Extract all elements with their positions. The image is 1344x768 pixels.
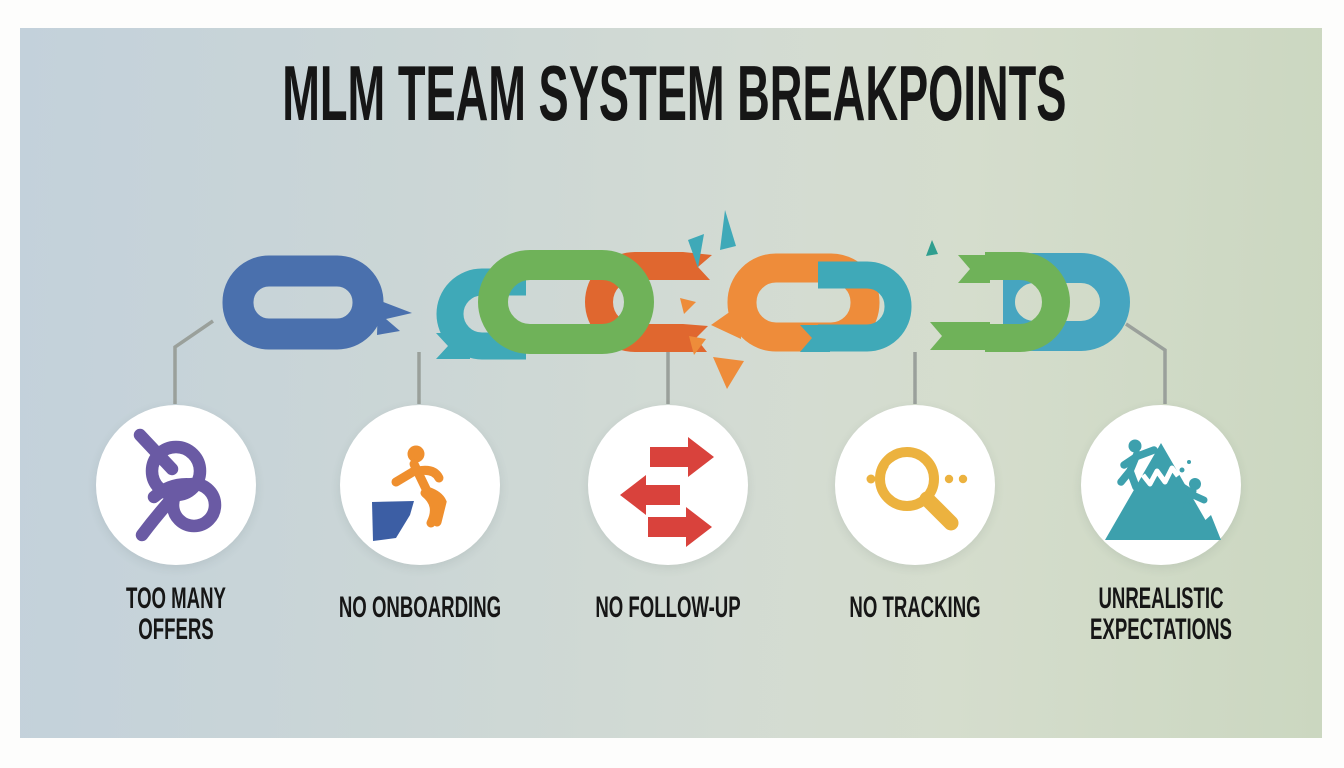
item-label: NO TRACKING	[822, 592, 1008, 623]
item-label-line: NO ONBOARDING	[338, 591, 502, 624]
item-label: UNREALISTIC EXPECTATIONS	[1068, 583, 1254, 645]
chain-link-green-half	[930, 252, 1070, 352]
item-label-line: UNREALISTIC	[1098, 582, 1224, 615]
item-label-line: OFFERS	[138, 613, 214, 646]
tangled-knot-icon	[133, 428, 222, 542]
chain-link-green	[478, 250, 654, 354]
falling-person-icon	[372, 445, 447, 541]
item-label-line: TOO MANY	[126, 582, 226, 615]
break-spark	[926, 240, 938, 256]
item-circle-too-many-offers	[96, 405, 256, 565]
item-label-line: NO FOLLOW-UP	[595, 591, 741, 624]
chain-link-blue	[222, 255, 412, 350]
chain-link-orange	[711, 253, 880, 352]
item-circle-no-follow-up	[588, 405, 748, 565]
item-circle-unrealistic-expectations	[1081, 405, 1241, 565]
exchange-arrows-icon	[620, 437, 714, 547]
item-label: TOO MANY OFFERS	[83, 583, 269, 645]
connector-line	[1125, 322, 1167, 404]
connector-lines	[173, 319, 1167, 404]
connector-line	[173, 319, 214, 404]
background-panel	[20, 28, 1322, 738]
item-circle-no-onboarding	[340, 405, 500, 565]
item-label-line: EXPECTATIONS	[1090, 613, 1232, 646]
item-label: NO FOLLOW-UP	[575, 592, 761, 623]
magnifier-icon	[866, 447, 968, 531]
item-label: NO ONBOARDING	[327, 592, 513, 623]
item-circle-no-tracking	[835, 405, 995, 565]
mountain-climbers-icon	[1105, 439, 1221, 540]
page-title: MLM TEAM SYSTEM BREAKPOINTS	[282, 49, 1067, 137]
chain-link-teal	[1003, 253, 1130, 351]
chain-link-teal-half-2	[800, 261, 912, 352]
item-label-line: NO TRACKING	[849, 591, 981, 624]
break-burst	[680, 210, 744, 389]
